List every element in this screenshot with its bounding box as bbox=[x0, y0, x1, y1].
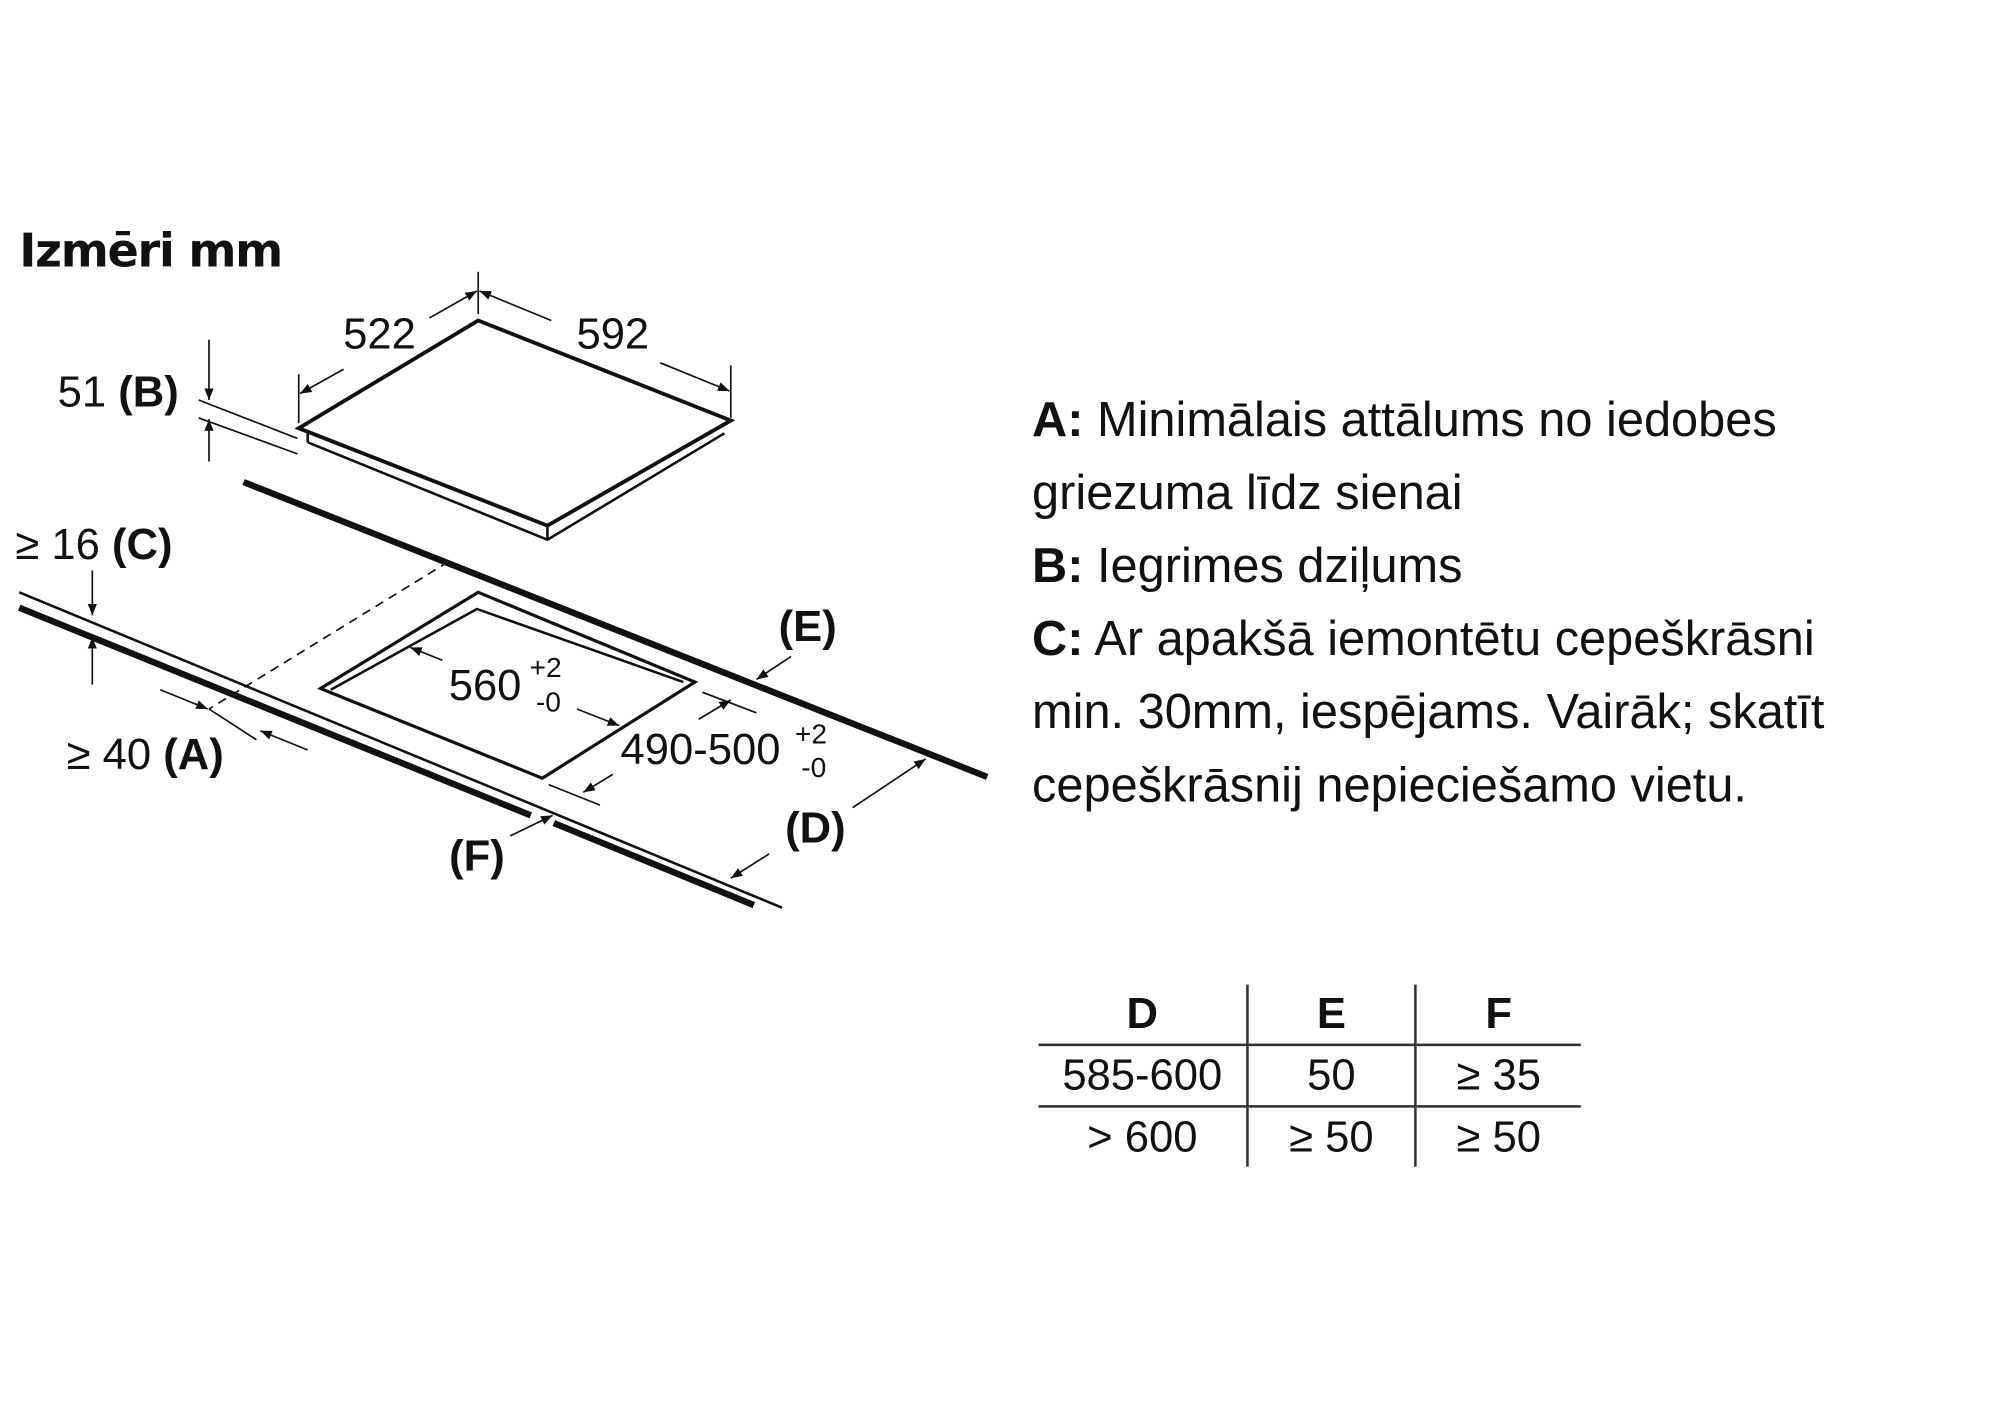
table-row: 585-600 50 ≥ 35 bbox=[1038, 1044, 1581, 1108]
legend-key-c: C: bbox=[1032, 612, 1084, 667]
legend-c-cont2: cepeškrāsnij nepieciešamo vietu. bbox=[1032, 758, 1747, 813]
label-c: (C) bbox=[112, 521, 172, 569]
table-header-row: D E F bbox=[1038, 984, 1581, 1047]
label-a: (A) bbox=[163, 731, 224, 779]
worktop-back-edge bbox=[242, 479, 989, 780]
legend-c: C: Ar apakšā iemontētu cepeškrāsni bbox=[1032, 604, 1824, 677]
cutout-depth-tol-plus: +2 bbox=[795, 718, 827, 750]
cutout-outline bbox=[316, 590, 699, 780]
legend-a-cont: griezuma līdz sienai bbox=[1032, 466, 1463, 521]
table-cell: ≥ 50 bbox=[1247, 1106, 1417, 1167]
legend-text-b: Iegrimes dziļums bbox=[1097, 539, 1463, 594]
hob-installation-diagram: 522 592 51 (B) ≥ 16 (C) ≥ 40 (A) (E) (D)… bbox=[15, 271, 989, 909]
table-cell: ≥ 35 bbox=[1415, 1044, 1581, 1108]
min-c-value: ≥ 16 bbox=[15, 521, 100, 569]
min-a-label: ≥ 40 (A) bbox=[67, 731, 224, 779]
legend-key-a: A: bbox=[1032, 393, 1084, 448]
page-title: Izmēri mm bbox=[19, 225, 283, 279]
worktop-front-edge-top bbox=[18, 591, 783, 909]
worktop-front-edge bbox=[18, 604, 532, 819]
legend-b: B: Iegrimes dziļums bbox=[1032, 531, 1824, 604]
legend: A: Minimālais attālums no iedobes griezu… bbox=[1032, 385, 1824, 823]
cutout-width-tol-plus: +2 bbox=[529, 651, 561, 683]
min-c-label: ≥ 16 (C) bbox=[15, 521, 172, 569]
table-cell: 585-600 bbox=[1038, 1044, 1249, 1108]
legend-a: A: Minimālais attālums no iedobes bbox=[1032, 385, 1824, 458]
label-d: (D) bbox=[785, 804, 846, 852]
min-a-value: ≥ 40 bbox=[67, 731, 151, 779]
table-cell: > 600 bbox=[1038, 1106, 1249, 1167]
recess-depth-label: 51 (B) bbox=[58, 368, 179, 416]
legend-text-a: Minimālais attālums no iedobes bbox=[1097, 393, 1777, 448]
recess-depth-value: 51 bbox=[58, 368, 106, 416]
label-e: (E) bbox=[779, 603, 837, 651]
table-header: F bbox=[1415, 984, 1581, 1047]
table-header: E bbox=[1247, 984, 1417, 1047]
label-f: (F) bbox=[449, 833, 505, 881]
table-header: D bbox=[1038, 984, 1249, 1047]
hob-top-surface bbox=[294, 318, 736, 528]
table-cell: ≥ 50 bbox=[1456, 1112, 1541, 1161]
cutout-width-tol-minus: -0 bbox=[536, 686, 561, 718]
cutout-depth-label: 490-500 bbox=[621, 726, 781, 774]
legend-c-cont: min. 30mm, iespējams. Vairāk; skatīt bbox=[1032, 685, 1825, 740]
wall-dashed-line bbox=[208, 560, 450, 710]
cutout-width-label: 560 bbox=[449, 662, 522, 710]
cutout-depth-tol-minus: -0 bbox=[801, 751, 826, 783]
table-cell: 50 bbox=[1247, 1044, 1417, 1108]
hob-width-label: 592 bbox=[576, 311, 649, 359]
label-b: (B) bbox=[118, 368, 179, 416]
hob-depth-label: 522 bbox=[343, 311, 416, 359]
clearance-table: D E F 585-600 50 ≥ 35 > 600 ≥ 50 ≥ 50 bbox=[1038, 984, 1581, 1167]
table-row: > 600 ≥ 50 ≥ 50 bbox=[1038, 1106, 1580, 1167]
legend-key-b: B: bbox=[1032, 539, 1084, 594]
legend-text-c: Ar apakšā iemontētu cepeškrāsni bbox=[1094, 612, 1815, 667]
